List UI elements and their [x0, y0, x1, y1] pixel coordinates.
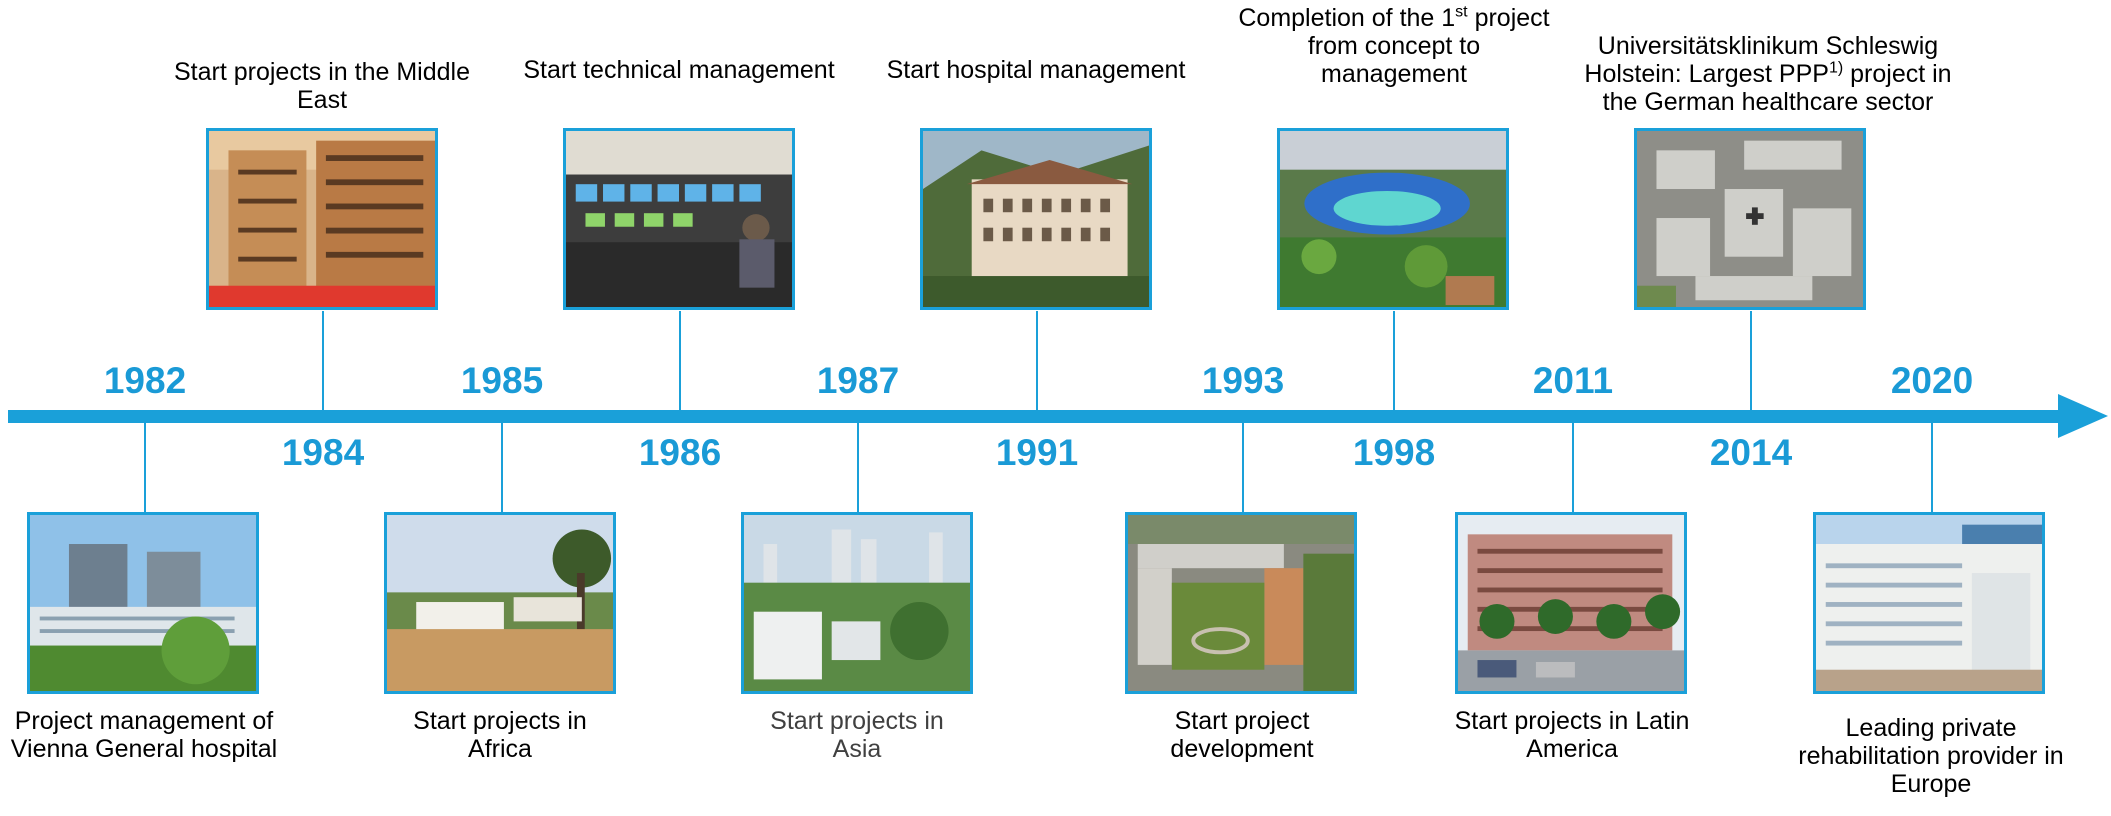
year-1987: 1987	[816, 360, 900, 401]
year-1998: 1998	[1352, 432, 1436, 473]
middle-east-building-photo	[206, 128, 438, 310]
year-1993: 1993	[1201, 360, 1285, 401]
connector-1998	[1393, 311, 1395, 411]
control-room-photo	[563, 128, 795, 310]
connector-1987	[857, 422, 859, 512]
timeline-arrowhead	[2058, 394, 2108, 438]
year-1985: 1985	[460, 360, 544, 401]
asia-city-photo	[741, 512, 973, 694]
year-1984: 1984	[281, 432, 365, 473]
connector-2020	[1931, 422, 1933, 512]
university-hospital-aerial-photo	[1634, 128, 1866, 310]
caption-1984: Start projects in the Middle East	[174, 58, 470, 114]
campus-aerial-photo	[1125, 512, 1357, 694]
connector-2014	[1750, 311, 1752, 411]
caption-2014-superscript: 1)	[1828, 59, 1844, 77]
caption-2014: Universitätsklinikum Schleswig Holstein:…	[1568, 32, 1968, 116]
caption-1986: Start technical management	[523, 56, 835, 84]
caption-1998-superscript: st	[1455, 3, 1468, 21]
year-2011: 2011	[1532, 360, 1614, 401]
year-1986: 1986	[638, 432, 722, 473]
connector-1986	[679, 311, 681, 411]
rehabilitation-clinic-photo	[1813, 512, 2045, 694]
year-1982: 1982	[103, 360, 187, 401]
connector-2011	[1572, 422, 1574, 512]
caption-2011: Start projects in Latin America	[1454, 707, 1690, 763]
vienna-hospital-photo	[27, 512, 259, 694]
caption-2020: Leading private rehabilitation provider …	[1798, 714, 2064, 798]
africa-buildings-photo	[384, 512, 616, 694]
connector-1982	[144, 422, 146, 512]
caption-1993: Start project development	[1170, 707, 1314, 763]
timeline-axis	[8, 410, 2058, 423]
caption-2014-text-post: project in the German healthcare sector	[1602, 60, 1952, 116]
caption-1998-text-post: project from concept to management	[1307, 4, 1550, 88]
resort-aerial-photo	[1277, 128, 1509, 310]
year-2020: 2020	[1890, 360, 1974, 401]
caption-1998: Completion of the 1st project from conce…	[1234, 4, 1554, 88]
year-1991: 1991	[995, 432, 1079, 473]
latin-america-building-photo	[1455, 512, 1687, 694]
caption-1987: Start projects in Asia	[770, 707, 944, 763]
connector-1984	[322, 311, 324, 411]
caption-1985: Start projects in Africa	[413, 707, 587, 763]
caption-1982: Project management of Vienna General hos…	[10, 707, 278, 763]
connector-1991	[1036, 311, 1038, 411]
year-2014: 2014	[1709, 432, 1793, 473]
connector-1993	[1242, 422, 1244, 512]
hospital-building-photo	[920, 128, 1152, 310]
caption-2014-text-pre: Universitätsklinikum Schleswig Holstein:…	[1584, 32, 1939, 88]
caption-1991: Start hospital management	[886, 56, 1186, 84]
caption-1998-text-pre: Completion of the 1	[1238, 4, 1456, 32]
connector-1985	[501, 422, 503, 512]
